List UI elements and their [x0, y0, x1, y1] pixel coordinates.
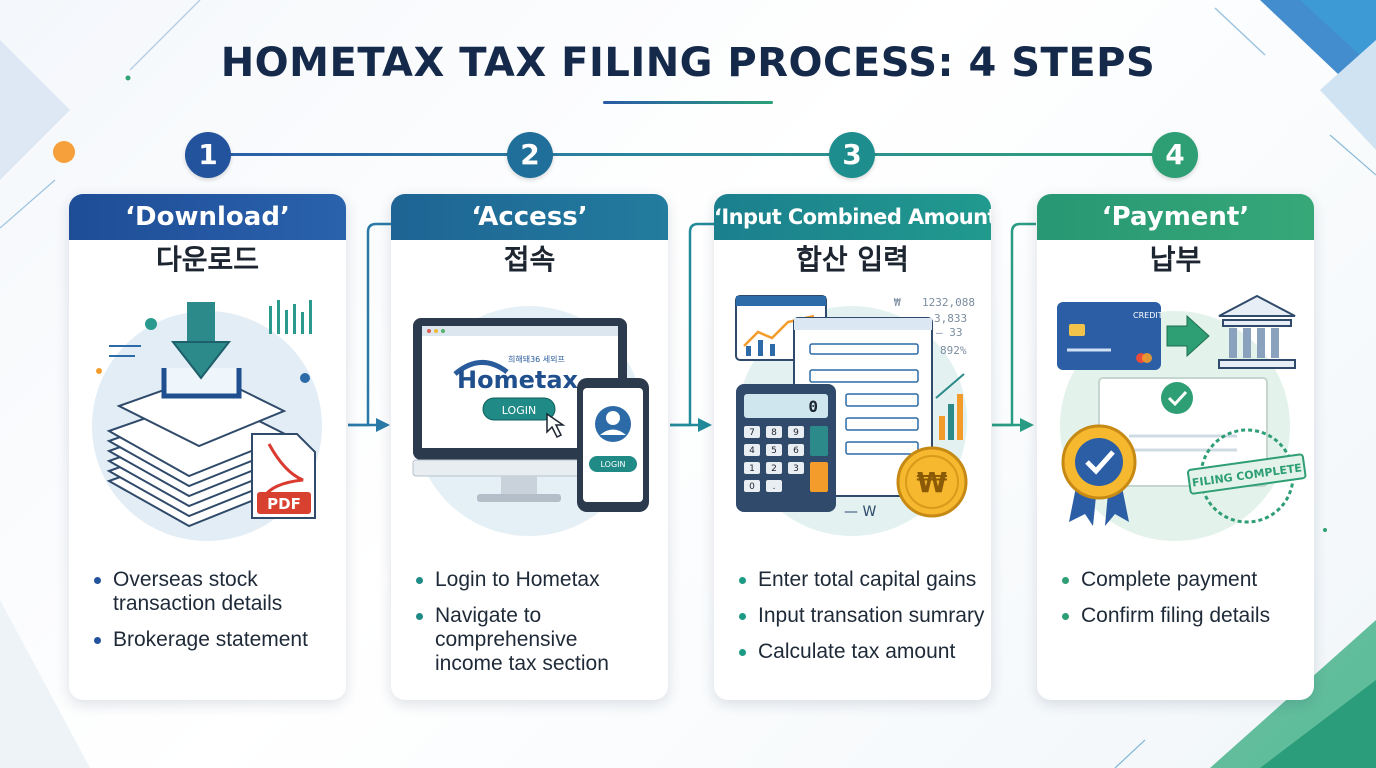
card-heading-korean: 납부 — [1149, 243, 1202, 276]
check-icon — [1161, 382, 1193, 414]
list-item: Calculate tax amount — [736, 640, 986, 664]
list-item: Complete payment — [1059, 568, 1309, 592]
svg-text:2: 2 — [771, 464, 777, 474]
svg-text:.: . — [773, 482, 776, 492]
won-coin-icon: ₩ — [896, 446, 968, 518]
connector-arrow-1-2 — [348, 222, 392, 432]
svg-text:— 33: — 33 — [936, 326, 963, 339]
page-title: HOMETAX TAX FILING PROCESS: 4 STEPS — [220, 40, 1156, 86]
title-underline — [603, 101, 773, 104]
svg-text:7: 7 — [749, 428, 755, 438]
cursor-icon — [546, 412, 566, 439]
step-number-2: 2 — [507, 132, 553, 178]
svg-text:9: 9 — [793, 428, 799, 438]
login-button-label: LOGIN — [502, 404, 536, 417]
svg-text:4: 4 — [749, 446, 755, 456]
step-details-list: Overseas stock transaction details Broke… — [91, 568, 341, 664]
access-illustration: 희해돼36 세외프 Hometax LOGIN LOGIN — [412, 306, 649, 536]
step-details-list: Login to Hometax Navigate to comprehensi… — [413, 568, 663, 688]
hometax-small-brand: 희해돼36 세외프 — [508, 354, 565, 364]
svg-text:6: 6 — [793, 446, 799, 456]
svg-text:₩: ₩ — [894, 296, 901, 309]
payment-illustration: CREDIT FILING COMPLETE — [1057, 294, 1307, 541]
svg-text:1232,088: 1232,088 — [922, 296, 975, 309]
connector-arrow-3-4 — [992, 222, 1036, 432]
list-item: Enter total capital gains — [736, 568, 986, 592]
user-icon — [595, 406, 631, 442]
list-item: Confirm filing details — [1059, 604, 1309, 628]
svg-text:CREDIT: CREDIT — [1133, 311, 1163, 320]
step-card-payment: ‘Payment’ 납부 CREDIT — [1037, 194, 1314, 700]
list-item: Overseas stock transaction details — [91, 568, 341, 616]
input-amount-illustration: ₩ 1232,088 3,833 — 33 892% — W 0 — [735, 295, 975, 536]
step-card-download: ‘Download’ 다운로드 PDF — [69, 194, 346, 700]
svg-text:3: 3 — [793, 464, 799, 474]
card-heading: ‘Access’ — [391, 194, 668, 240]
svg-text:0: 0 — [749, 482, 755, 492]
list-item: Login to Hometax — [413, 568, 663, 592]
download-illustration: PDF — [92, 300, 322, 541]
svg-text:— W: — W — [844, 504, 876, 520]
step-card-input-combined-amount: ‘Input Combined Amount’ 합산 입력 ₩ 1232,088… — [714, 194, 991, 700]
badge-icon — [1061, 424, 1137, 526]
hometax-logo: Hometax — [457, 366, 579, 394]
card-heading: ‘Download’ — [69, 194, 346, 240]
card-heading-korean: 합산 입력 — [796, 243, 909, 276]
card-heading: ‘Payment’ — [1037, 194, 1314, 240]
smartphone-icon: LOGIN — [577, 378, 649, 512]
credit-card-icon: CREDIT — [1057, 302, 1163, 370]
svg-text:892%: 892% — [940, 344, 967, 357]
connector-arrow-2-3 — [670, 222, 714, 432]
svg-text:0: 0 — [808, 397, 818, 416]
phone-login-button-label: LOGIN — [600, 460, 625, 469]
step-number-1: 1 — [185, 132, 231, 178]
pdf-label: PDF — [267, 495, 301, 513]
list-item: Input transation sumrary — [736, 604, 986, 628]
card-heading-korean: 다운로드 — [155, 243, 260, 276]
list-item: Brokerage statement — [91, 628, 341, 652]
pdf-file-icon: PDF — [251, 433, 316, 519]
svg-text:1: 1 — [749, 464, 755, 474]
step-progress-line — [208, 153, 1176, 156]
step-card-access: ‘Access’ 접속 희해돼36 세외프 Hometax LOGIN — [391, 194, 668, 700]
documents-icon — [106, 372, 292, 528]
bar-chart-icon — [935, 373, 965, 440]
step-number-3: 3 — [829, 132, 875, 178]
card-heading-korean: 접속 — [503, 243, 556, 276]
list-item: Navigate to comprehensive income tax sec… — [413, 604, 635, 676]
step-details-list: Complete payment Confirm filing details — [1059, 568, 1309, 640]
step-details-list: Enter total capital gains Input transati… — [736, 568, 986, 676]
card-heading: ‘Input Combined Amount’ — [714, 194, 991, 240]
calculator-icon: 0 7 8 9 4 5 6 1 2 3 0. — [736, 384, 836, 512]
step-number-4: 4 — [1152, 132, 1198, 178]
svg-text:3,833: 3,833 — [934, 312, 967, 325]
download-icon — [161, 302, 242, 399]
bank-icon — [1218, 294, 1296, 369]
svg-text:5: 5 — [771, 446, 777, 456]
svg-text:8: 8 — [771, 428, 777, 438]
svg-text:₩: ₩ — [917, 466, 948, 499]
